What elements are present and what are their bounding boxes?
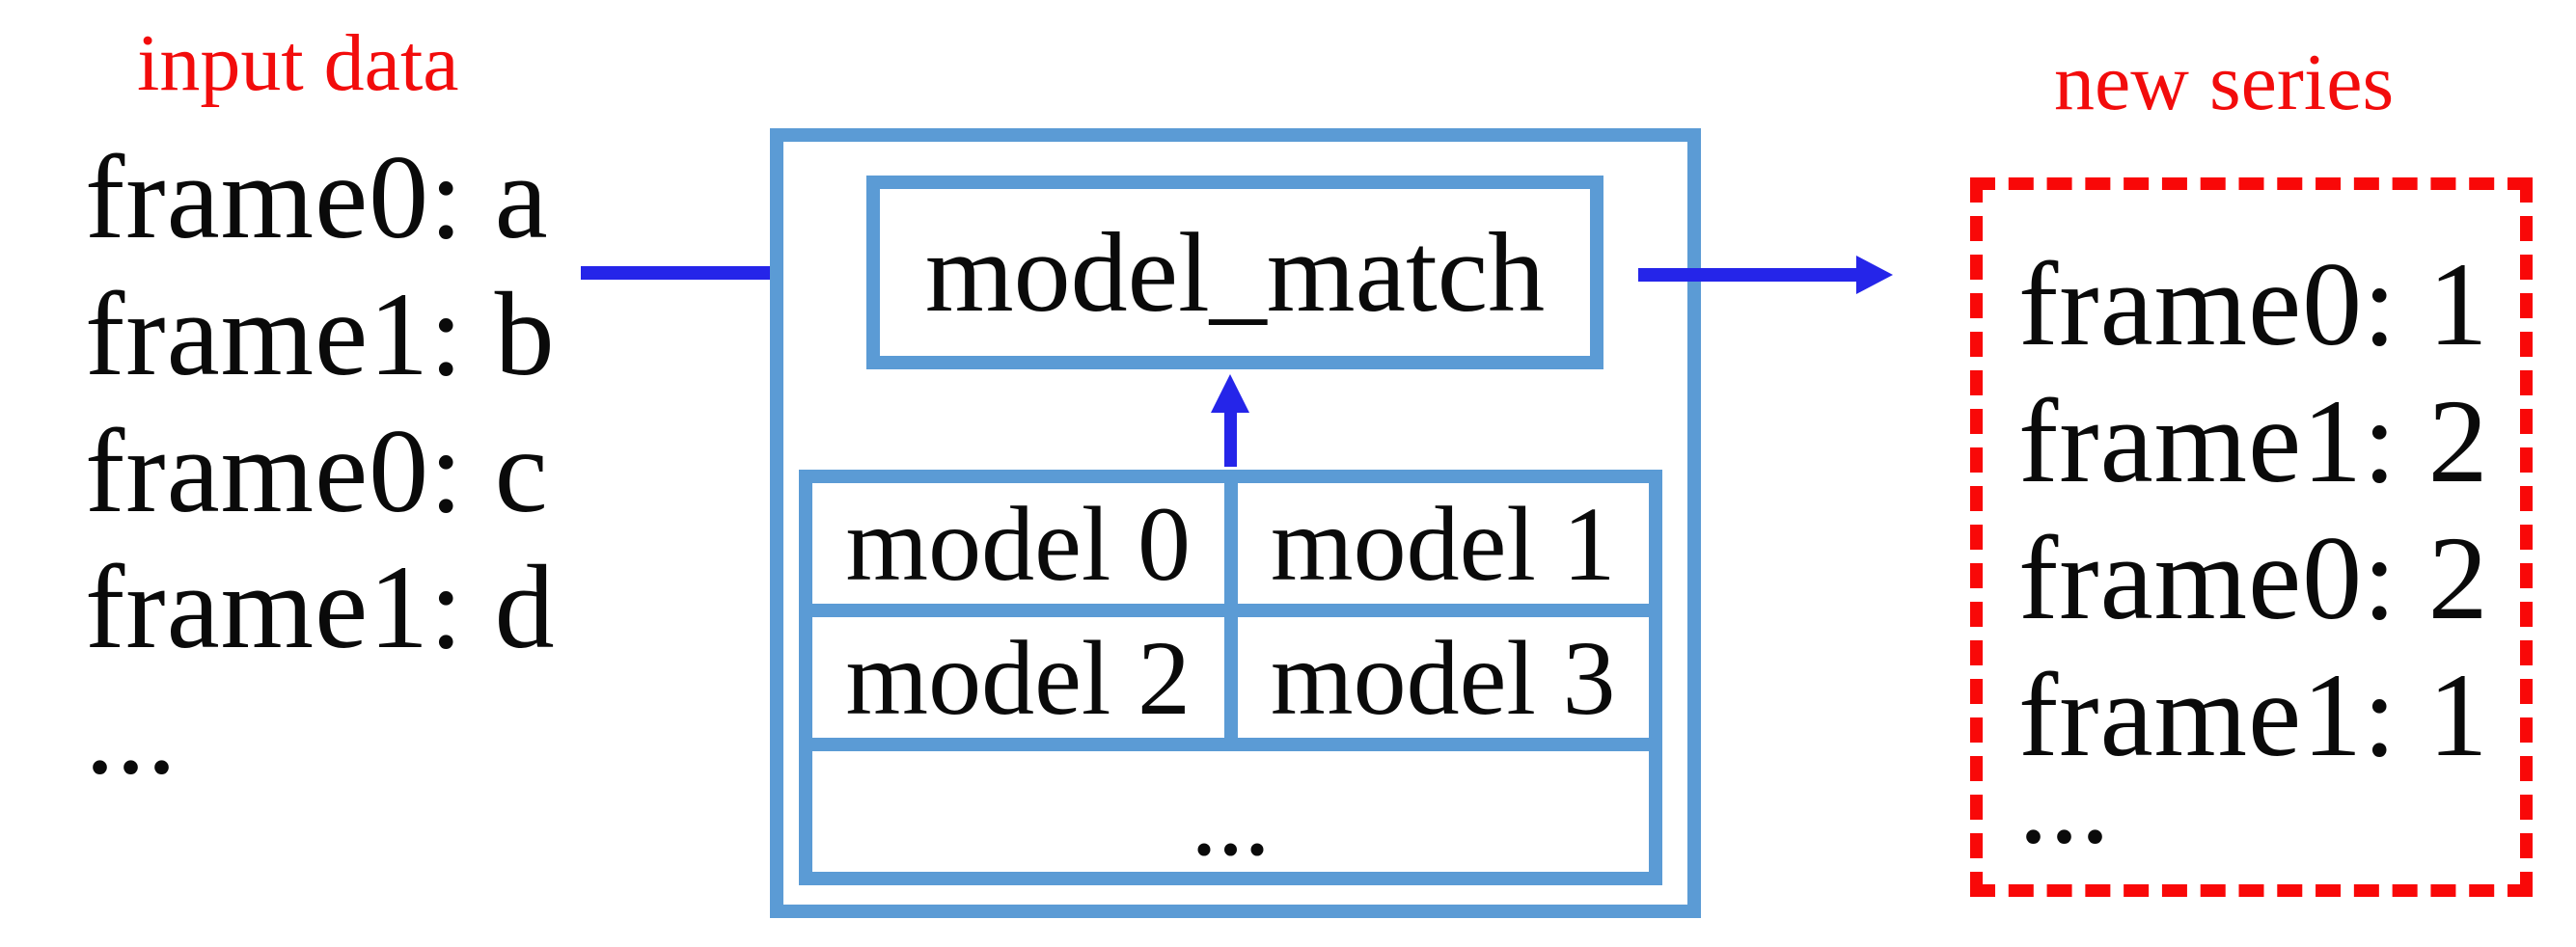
model-cell-2: model 2 — [812, 617, 1224, 738]
input-data-label: input data — [137, 18, 459, 108]
output-ellipsis: ... — [2018, 736, 2111, 868]
model-cell-1: model 1 — [1237, 483, 1649, 604]
model-grid-ellipsis: ... — [812, 751, 1649, 872]
arrow-head — [1856, 256, 1893, 294]
new-series-box — [1970, 177, 2533, 897]
model-match-label: model_match — [924, 208, 1546, 336]
model-grid: model 0 model 1 model 2 model 3 ... — [799, 470, 1662, 885]
model-cell-3: model 3 — [1237, 617, 1649, 738]
output-line-4: frame1: 1 — [2018, 649, 2489, 781]
output-line-2: frame1: 2 — [2018, 375, 2489, 507]
input-line-1: frame0: a — [85, 131, 549, 263]
arrow-shaft — [1638, 268, 1858, 282]
input-line-3: frame0: c — [85, 405, 549, 537]
processor-to-output-arrow-icon — [1638, 256, 1893, 294]
arrow-shaft — [581, 266, 803, 280]
models-to-match-arrow-icon — [1211, 374, 1249, 467]
new-series-label: new series — [2054, 38, 2395, 127]
output-line-3: frame0: 2 — [2018, 512, 2489, 644]
input-line-4: frame1: d — [85, 541, 556, 673]
arrow-head — [1211, 374, 1249, 413]
input-ellipsis: ... — [85, 666, 178, 798]
model-match-box: model_match — [866, 176, 1603, 369]
input-line-2: frame1: b — [85, 268, 556, 400]
model-cell-0: model 0 — [812, 483, 1224, 604]
arrow-shaft — [1224, 411, 1237, 467]
output-line-1: frame0: 1 — [2018, 238, 2489, 370]
